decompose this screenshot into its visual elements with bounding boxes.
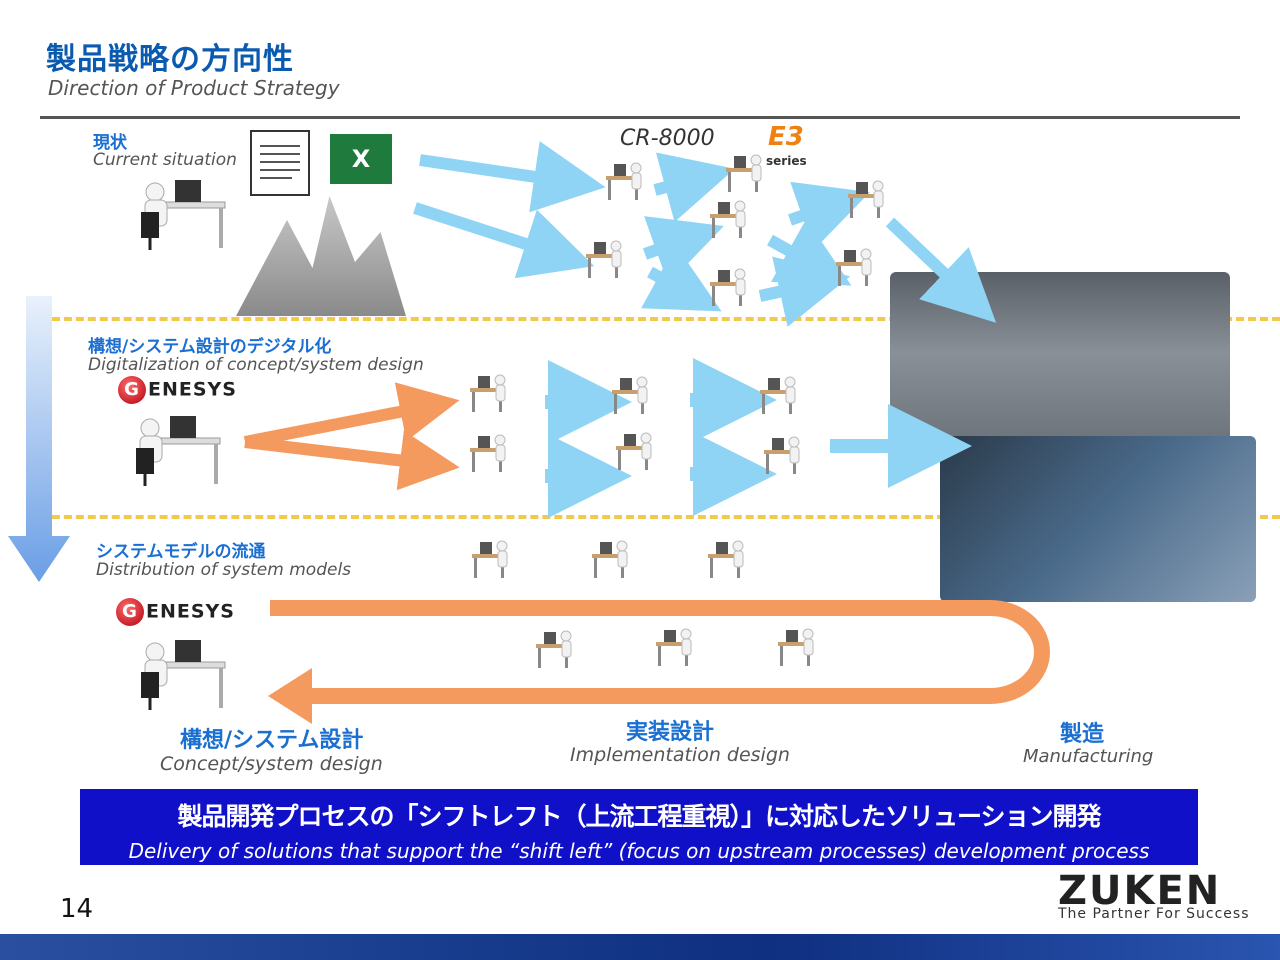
cr8000-logo: CR-8000 bbox=[620, 126, 715, 151]
section-label-digital: 構想/システム設計のデジタル化 bbox=[88, 337, 332, 357]
stage-manufacturing: 製造 bbox=[1060, 722, 1105, 747]
stage-implementation-en: Implementation design bbox=[570, 744, 790, 766]
section-label-distribution-en: Distribution of system models bbox=[96, 560, 352, 580]
stage-concept: 構想/システム設計 bbox=[180, 728, 364, 753]
section-label-current-en: Current situation bbox=[93, 150, 237, 170]
section-label-current: 現状 bbox=[93, 133, 127, 153]
factory-worker-image bbox=[940, 436, 1256, 602]
e3-logo: E3 bbox=[768, 122, 804, 152]
summary-banner: 製品開発プロセスの「シフトレフト（上流工程重視）」に対応したソリューション開発 … bbox=[80, 789, 1198, 865]
document-icon bbox=[250, 130, 310, 196]
stage-concept-en: Concept/system design bbox=[160, 753, 383, 775]
section-label-digital-en: Digitalization of concept/system design bbox=[88, 355, 424, 375]
page-title: 製品戦略の方向性 bbox=[46, 42, 294, 77]
banner-text-ja: 製品開発プロセスの「シフトレフト（上流工程重視）」に対応したソリューション開発 bbox=[177, 802, 1101, 831]
header-divider bbox=[40, 116, 1240, 119]
e3-series-label: series bbox=[766, 154, 807, 168]
stage-manufacturing-en: Manufacturing bbox=[1023, 746, 1154, 767]
banner-text-en: Delivery of solutions that support the “… bbox=[128, 839, 1150, 863]
section-divider bbox=[28, 515, 1280, 519]
page-subtitle: Direction of Product Strategy bbox=[48, 76, 340, 100]
evolution-arrow bbox=[8, 296, 70, 582]
zuken-logo: ZUKEN bbox=[1058, 868, 1222, 914]
footer-band bbox=[0, 934, 1280, 960]
section-label-distribution: システムモデルの流通 bbox=[96, 542, 266, 562]
section-divider bbox=[28, 317, 1280, 321]
page-number: 14 bbox=[60, 894, 94, 924]
zuken-tagline: The Partner For Success bbox=[1058, 906, 1250, 922]
excel-icon: X bbox=[330, 134, 392, 184]
stage-implementation: 実装設計 bbox=[626, 720, 715, 745]
